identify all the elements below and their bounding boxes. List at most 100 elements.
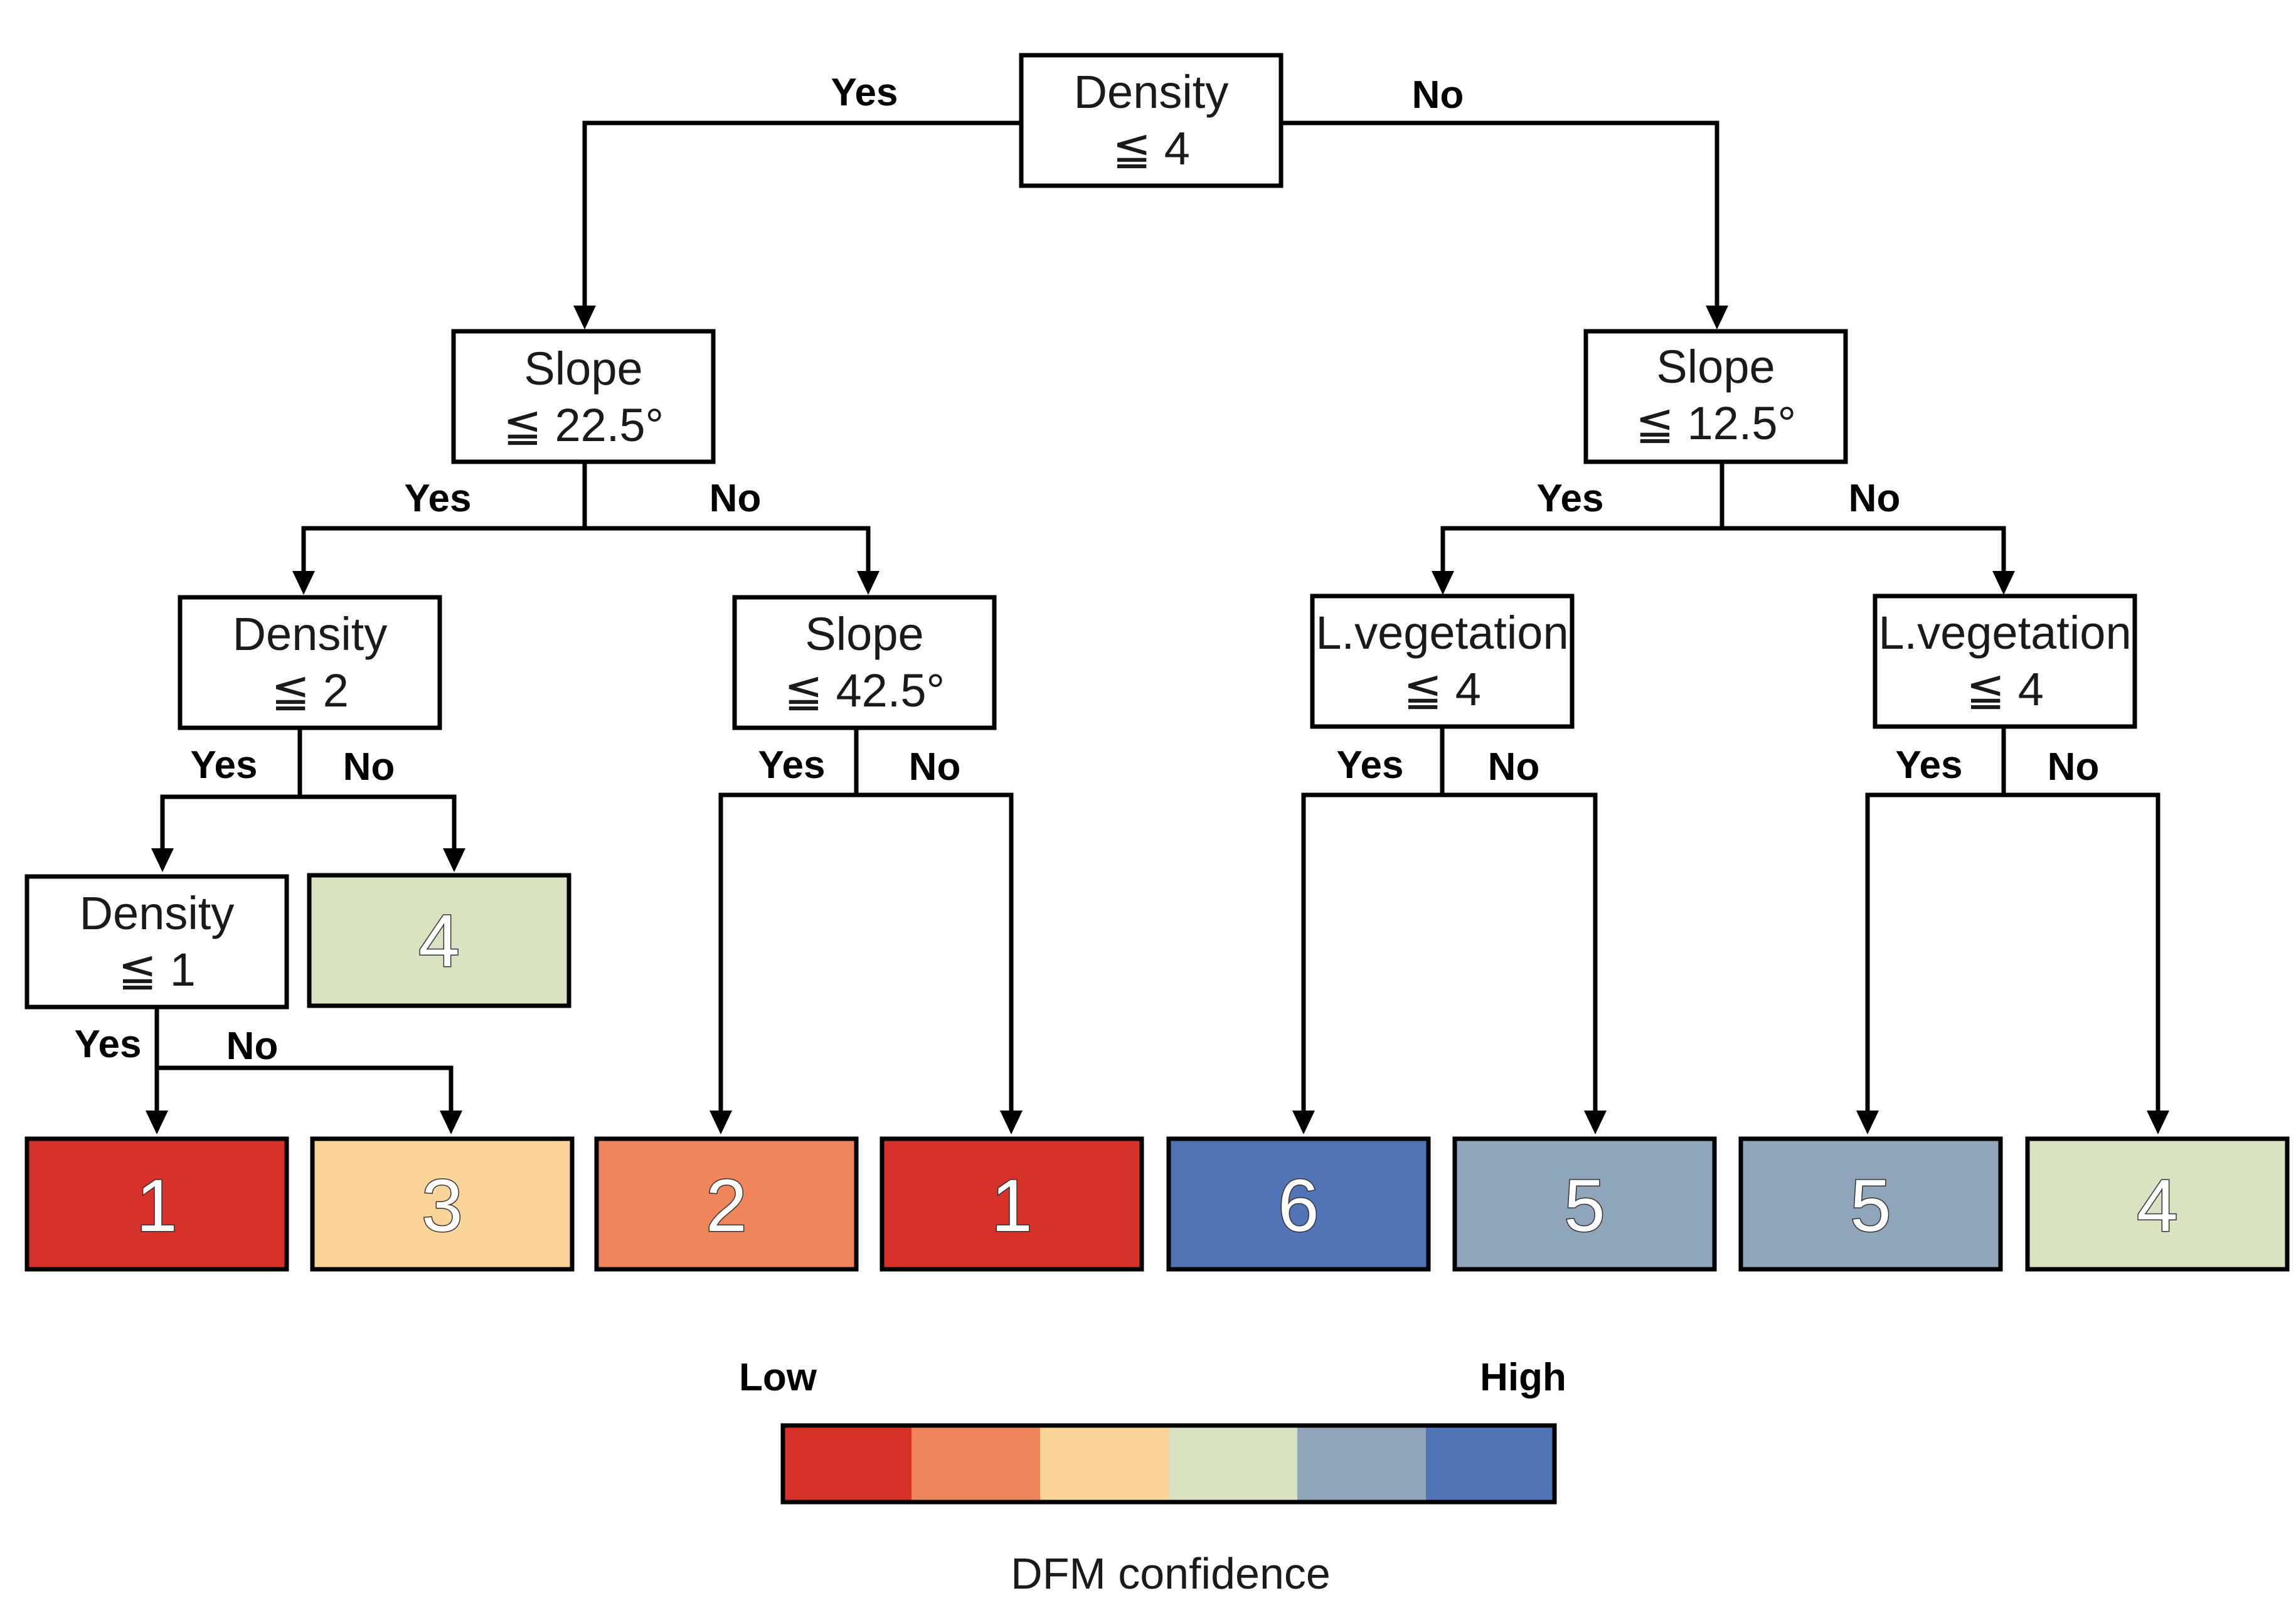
branch-label-yes: Yes — [1896, 743, 1963, 787]
arrowheads — [146, 306, 2169, 1134]
arrowhead — [1000, 1111, 1023, 1134]
legend-color-scale — [780, 1423, 1557, 1505]
node-variable: Density — [1074, 66, 1229, 118]
leaf-lveg-b-yes: 5 — [1738, 1136, 2003, 1272]
arrowhead — [573, 306, 596, 329]
node-box — [732, 595, 997, 730]
leaf-box — [880, 1136, 1144, 1272]
leaf-lveg-a-no: 5 — [1452, 1136, 1717, 1272]
branch-label-no: No — [710, 477, 762, 520]
node-threshold: ≦ 4 — [1966, 663, 2044, 715]
legend-high-label: High — [1480, 1356, 1566, 1399]
arrowhead — [1706, 306, 1728, 329]
edge-density2-yes — [160, 794, 300, 855]
node-box — [1583, 329, 1848, 464]
decision-node-density-2: Density ≦ 2 — [178, 595, 442, 730]
branch-label-yes: Yes — [758, 743, 826, 787]
decision-node-lvegetation-b: L.vegetation ≦ 4 — [1873, 594, 2137, 729]
arrowhead — [440, 1111, 462, 1134]
arrowhead — [1584, 1111, 1607, 1134]
edge-lveg-a-yes — [1301, 792, 1442, 1117]
leaf-slope425-yes: 2 — [594, 1136, 859, 1272]
decision-node-slope-12-5: Slope ≦ 12.5° — [1583, 329, 1848, 464]
node-threshold: ≦ 22.5° — [503, 399, 664, 451]
node-box — [451, 329, 716, 464]
leaf-value: 5 — [1850, 1164, 1891, 1247]
node-threshold: ≦ 12.5° — [1635, 397, 1796, 449]
leaf-density1-yes: 1 — [24, 1136, 289, 1272]
arrowhead — [151, 848, 174, 872]
leaf-box — [307, 873, 571, 1008]
edge-root-yes — [582, 120, 1021, 314]
leaf-value: 3 — [422, 1164, 463, 1247]
leaf-density2-no: 4 — [307, 873, 571, 1008]
leaf-box — [1738, 1136, 2003, 1272]
legend-swatch — [1297, 1425, 1426, 1502]
leaf-box — [1166, 1136, 1431, 1272]
leaf-box — [310, 1136, 575, 1272]
branch-label-yes: Yes — [405, 477, 472, 520]
node-box — [178, 595, 442, 730]
edge-density1-no — [157, 1065, 454, 1117]
arrowhead — [2147, 1111, 2169, 1134]
leaf-box — [594, 1136, 859, 1272]
leaf-value: 1 — [991, 1164, 1033, 1247]
leaf-lveg-b-no: 4 — [2025, 1136, 2290, 1272]
legend-title: DFM confidence — [1011, 1549, 1331, 1598]
tree-edges — [154, 120, 2160, 1117]
leaf-value: 4 — [418, 900, 460, 983]
edge-slope225-yes — [301, 526, 585, 577]
node-variable: L.vegetation — [1878, 607, 2131, 659]
edge-slope425-yes — [718, 792, 856, 1117]
decision-node-slope-22-5: Slope ≦ 22.5° — [451, 329, 716, 464]
node-threshold: ≦ 1 — [118, 944, 196, 996]
arrowhead — [1292, 1111, 1315, 1134]
edge-slope125-no — [1722, 526, 2006, 577]
branch-label-no: No — [226, 1025, 279, 1068]
leaf-lveg-a-yes: 6 — [1166, 1136, 1431, 1272]
node-box — [1019, 53, 1284, 188]
node-threshold: ≦ 2 — [271, 664, 349, 717]
branch-label-yes: Yes — [831, 71, 898, 114]
legend-frame — [780, 1423, 1557, 1505]
legend-swatch — [1426, 1425, 1555, 1502]
legend: Low High DFM confidence — [739, 1356, 1566, 1598]
legend-swatch — [783, 1425, 911, 1502]
leaf-value: 2 — [706, 1164, 747, 1247]
edge-lveg-b-no — [2004, 792, 2160, 1117]
node-box — [24, 874, 289, 1010]
node-box — [1873, 594, 2137, 729]
arrowhead — [857, 571, 880, 595]
arrowhead — [1432, 571, 1454, 595]
decision-node-density-1: Density ≦ 1 — [24, 874, 289, 1010]
leaf-value: 6 — [1278, 1164, 1319, 1247]
node-variable: Density — [80, 887, 235, 939]
decision-node-slope-42-5: Slope ≦ 42.5° — [732, 595, 997, 730]
leaf-value: 4 — [2137, 1164, 2178, 1247]
leaf-box — [2025, 1136, 2290, 1272]
branch-label-yes: Yes — [1537, 477, 1604, 520]
branch-label-no: No — [1488, 745, 1540, 789]
edge-lveg-a-no — [1442, 792, 1598, 1117]
legend-swatch — [1040, 1425, 1169, 1502]
node-threshold: ≦ 4 — [1112, 122, 1190, 174]
leaf-slope425-no: 1 — [880, 1136, 1144, 1272]
edge-lveg-b-yes — [1865, 792, 2004, 1117]
arrowhead — [1856, 1111, 1879, 1134]
arrowhead — [710, 1111, 732, 1134]
decision-node-lvegetation-a: L.vegetation ≦ 4 — [1310, 594, 1575, 729]
legend-swatch — [911, 1425, 1040, 1502]
decision-node-root: Density ≦ 4 — [1019, 53, 1284, 188]
node-threshold: ≦ 42.5° — [784, 664, 945, 717]
branch-label-no: No — [2048, 745, 2100, 789]
edge-slope225-no — [585, 526, 871, 577]
leaf-value: 1 — [136, 1164, 178, 1247]
node-box — [1310, 594, 1575, 729]
arrowhead — [146, 1111, 168, 1134]
arrowhead — [443, 848, 465, 872]
node-variable: Density — [233, 608, 388, 660]
edge-slope125-yes — [1440, 526, 1722, 577]
node-variable: Slope — [524, 343, 642, 395]
